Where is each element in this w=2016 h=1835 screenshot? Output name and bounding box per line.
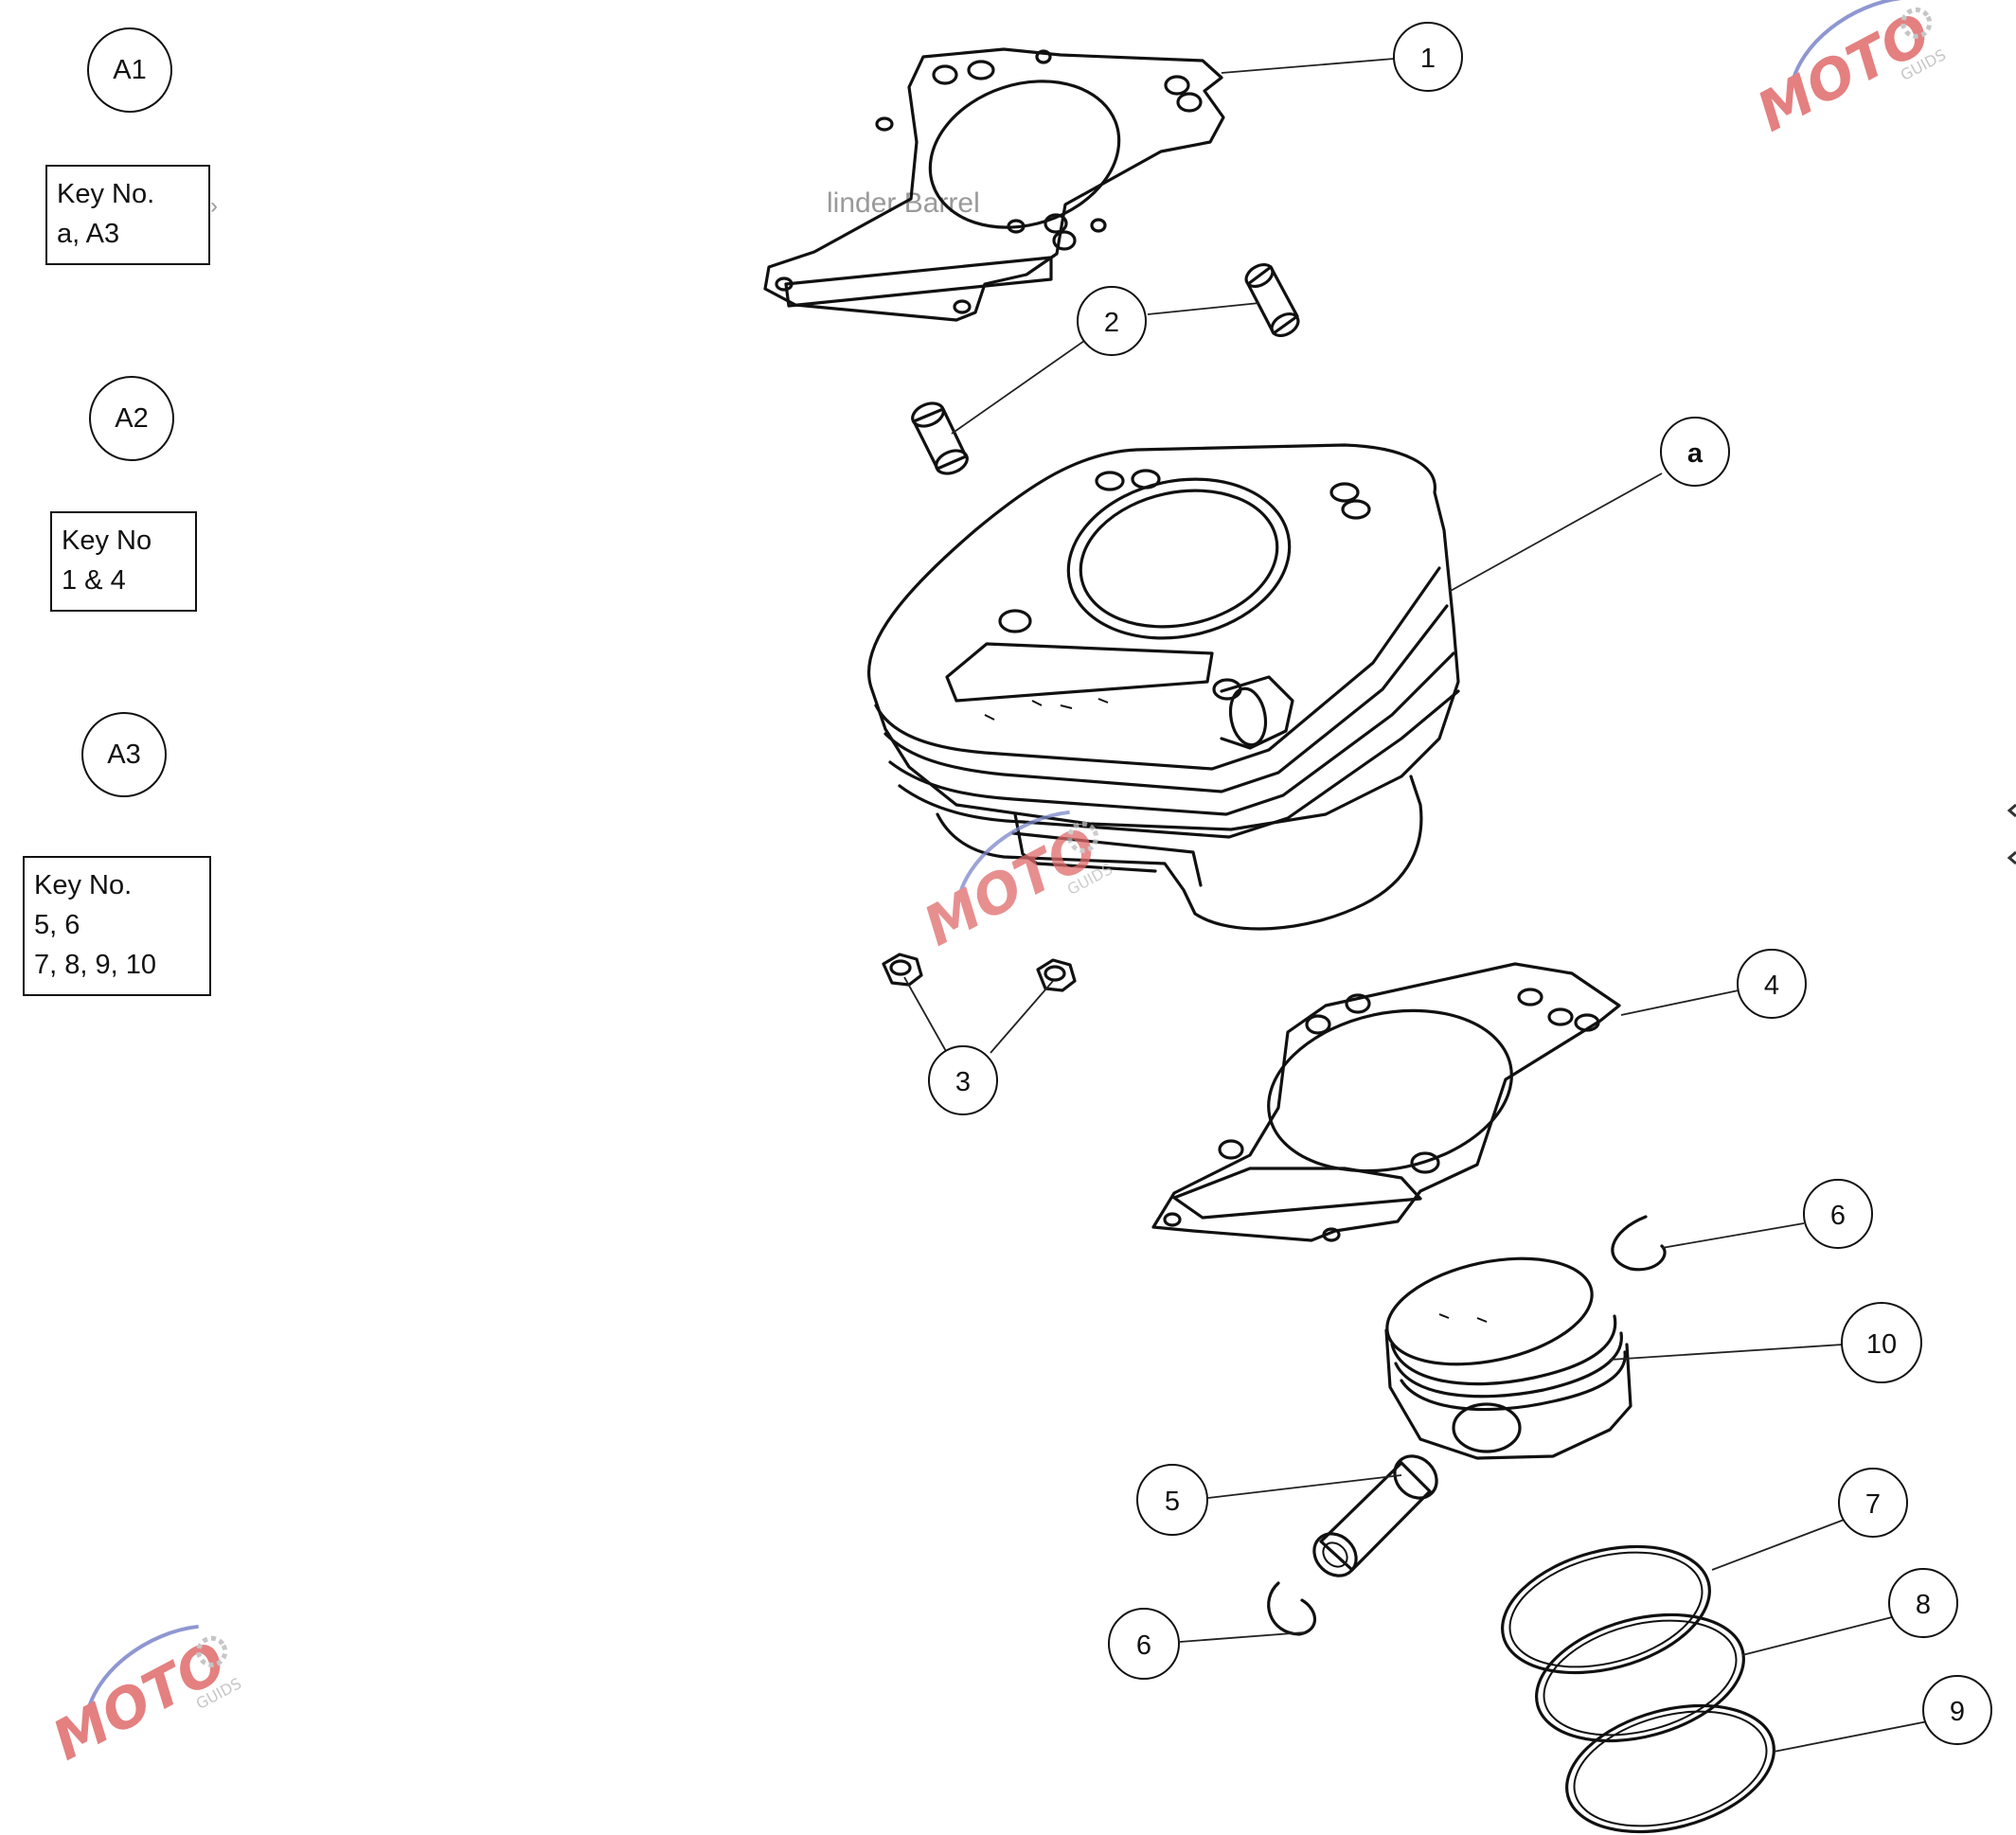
key-box-a3: Key No. 5, 6 7, 8, 9, 10 — [23, 856, 211, 996]
key-box-a2: Key No 1 & 4 — [50, 511, 197, 612]
callout-2: 2 — [1077, 286, 1147, 356]
gasket-icon — [763, 47, 1225, 322]
edge-chevron-icon — [2007, 803, 2016, 865]
svg-text:1: 1 — [1420, 44, 1436, 74]
gasket-icon — [1151, 962, 1621, 1242]
svg-text:9: 9 — [1950, 1697, 1965, 1727]
key-line: Key No. — [57, 179, 155, 209]
callout-8: 8 — [1888, 1568, 1958, 1638]
svg-text:2: 2 — [1104, 308, 1119, 338]
callout-4: 4 — [1737, 949, 1807, 1019]
svg-text:3: 3 — [955, 1067, 971, 1097]
group-badge-a1: A1 — [87, 27, 172, 113]
piston-ring-icon — [1565, 1703, 1775, 1834]
circlip-icon — [1267, 1581, 1316, 1636]
callout-6: 6 — [1803, 1179, 1873, 1249]
key-line: 5, 6 — [34, 910, 80, 940]
dowel-pin-icon — [1244, 262, 1300, 338]
callout-7: 7 — [1838, 1468, 1908, 1538]
piston-pin-icon — [1312, 1454, 1438, 1577]
svg-text:7: 7 — [1865, 1489, 1881, 1520]
svg-text:8: 8 — [1916, 1590, 1931, 1620]
key-line: 1 & 4 — [62, 565, 126, 596]
leader-lines — [903, 58, 1929, 1753]
svg-text:5: 5 — [1165, 1487, 1180, 1517]
cylinder-barrel-icon — [867, 443, 1460, 931]
piston-ring-icon — [1535, 1612, 1745, 1743]
key-line: 7, 8, 9, 10 — [34, 950, 156, 980]
callout-1: 1 — [1393, 22, 1463, 92]
svg-text:10: 10 — [1866, 1329, 1897, 1360]
callout-a: a — [1660, 417, 1730, 487]
watermark-logo: MOTO GUIDS — [43, 1624, 244, 1773]
svg-text:a: a — [1687, 438, 1704, 469]
key-line: Key No — [62, 526, 152, 556]
callout-3: 3 — [928, 1045, 998, 1115]
key-line: a, A3 — [57, 219, 120, 249]
piston-icon — [1384, 1256, 1632, 1460]
nut-icon — [882, 953, 923, 987]
key-box-a1: Key No. a, A3 — [45, 165, 210, 265]
nut-icon — [1036, 958, 1077, 992]
group-badge-a3: A3 — [81, 712, 167, 797]
piston-ring-icon — [1501, 1544, 1711, 1675]
callout-9: 9 — [1922, 1675, 1992, 1745]
group-badge-a2: A2 — [89, 376, 174, 461]
callout-5: 5 — [1136, 1464, 1208, 1536]
watermark-logo: MOTO GUIDS — [1747, 0, 1949, 144]
chevron-right-icon: › — [210, 193, 218, 219]
svg-text:6: 6 — [1830, 1201, 1846, 1231]
gear-icon — [196, 1635, 228, 1667]
svg-text:6: 6 — [1136, 1630, 1151, 1661]
circlip-icon — [1611, 1215, 1667, 1272]
key-line: Key No. — [34, 870, 133, 900]
svg-text:4: 4 — [1764, 971, 1779, 1001]
callout-10: 10 — [1841, 1302, 1922, 1383]
dowel-pin-icon — [911, 401, 969, 475]
callout-6-lower: 6 — [1108, 1608, 1180, 1680]
